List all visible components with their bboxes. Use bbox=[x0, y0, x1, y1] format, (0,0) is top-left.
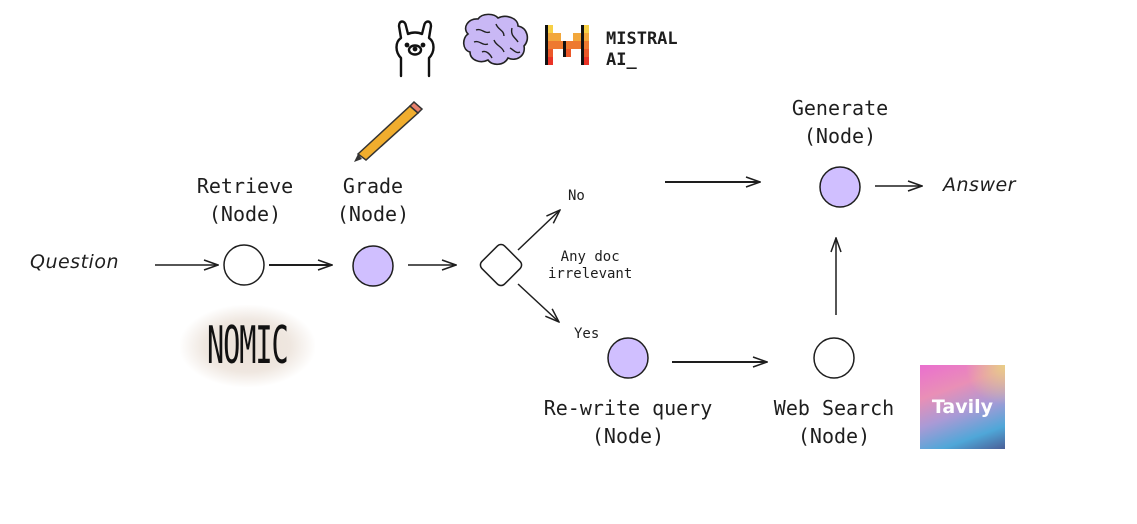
edge-decision-no bbox=[517, 210, 560, 251]
web-search-node-label: Web Search (Node) bbox=[773, 396, 895, 448]
node-grade[interactable] bbox=[352, 245, 394, 287]
node-retrieve[interactable] bbox=[223, 244, 265, 286]
pencil-icon bbox=[354, 100, 424, 162]
brain-icon bbox=[462, 13, 529, 66]
edge-decision-yes bbox=[517, 283, 559, 322]
question-label: Question bbox=[30, 251, 119, 273]
decision-no-label: No bbox=[568, 188, 585, 204]
answer-label: Answer bbox=[943, 174, 1016, 196]
tavily-logo-text: Tavily bbox=[931, 396, 994, 418]
grade-node-label: Grade (Node) bbox=[336, 174, 410, 226]
node-generate[interactable] bbox=[819, 166, 861, 208]
tavily-logo: Tavily bbox=[920, 365, 1005, 449]
decision-question-label: Any doc irrelevant bbox=[548, 249, 633, 282]
generate-node-label: Generate (Node) bbox=[791, 96, 889, 148]
decision-yes-label: Yes bbox=[574, 326, 600, 342]
nomic-logo-text: NOMIC bbox=[207, 316, 289, 376]
mistral-logo-icon bbox=[545, 25, 589, 65]
llama-icon bbox=[395, 20, 435, 78]
node-rewrite[interactable] bbox=[607, 337, 649, 379]
decision-diamond[interactable] bbox=[478, 242, 523, 287]
rewrite-node-label: Re-write query (Node) bbox=[543, 396, 713, 448]
nomic-logo: NOMIC bbox=[180, 305, 315, 387]
node-web-search[interactable] bbox=[813, 337, 855, 379]
mistral-logo-text: MISTRAL AI_ bbox=[606, 29, 678, 70]
retrieve-node-label: Retrieve (Node) bbox=[196, 174, 294, 226]
